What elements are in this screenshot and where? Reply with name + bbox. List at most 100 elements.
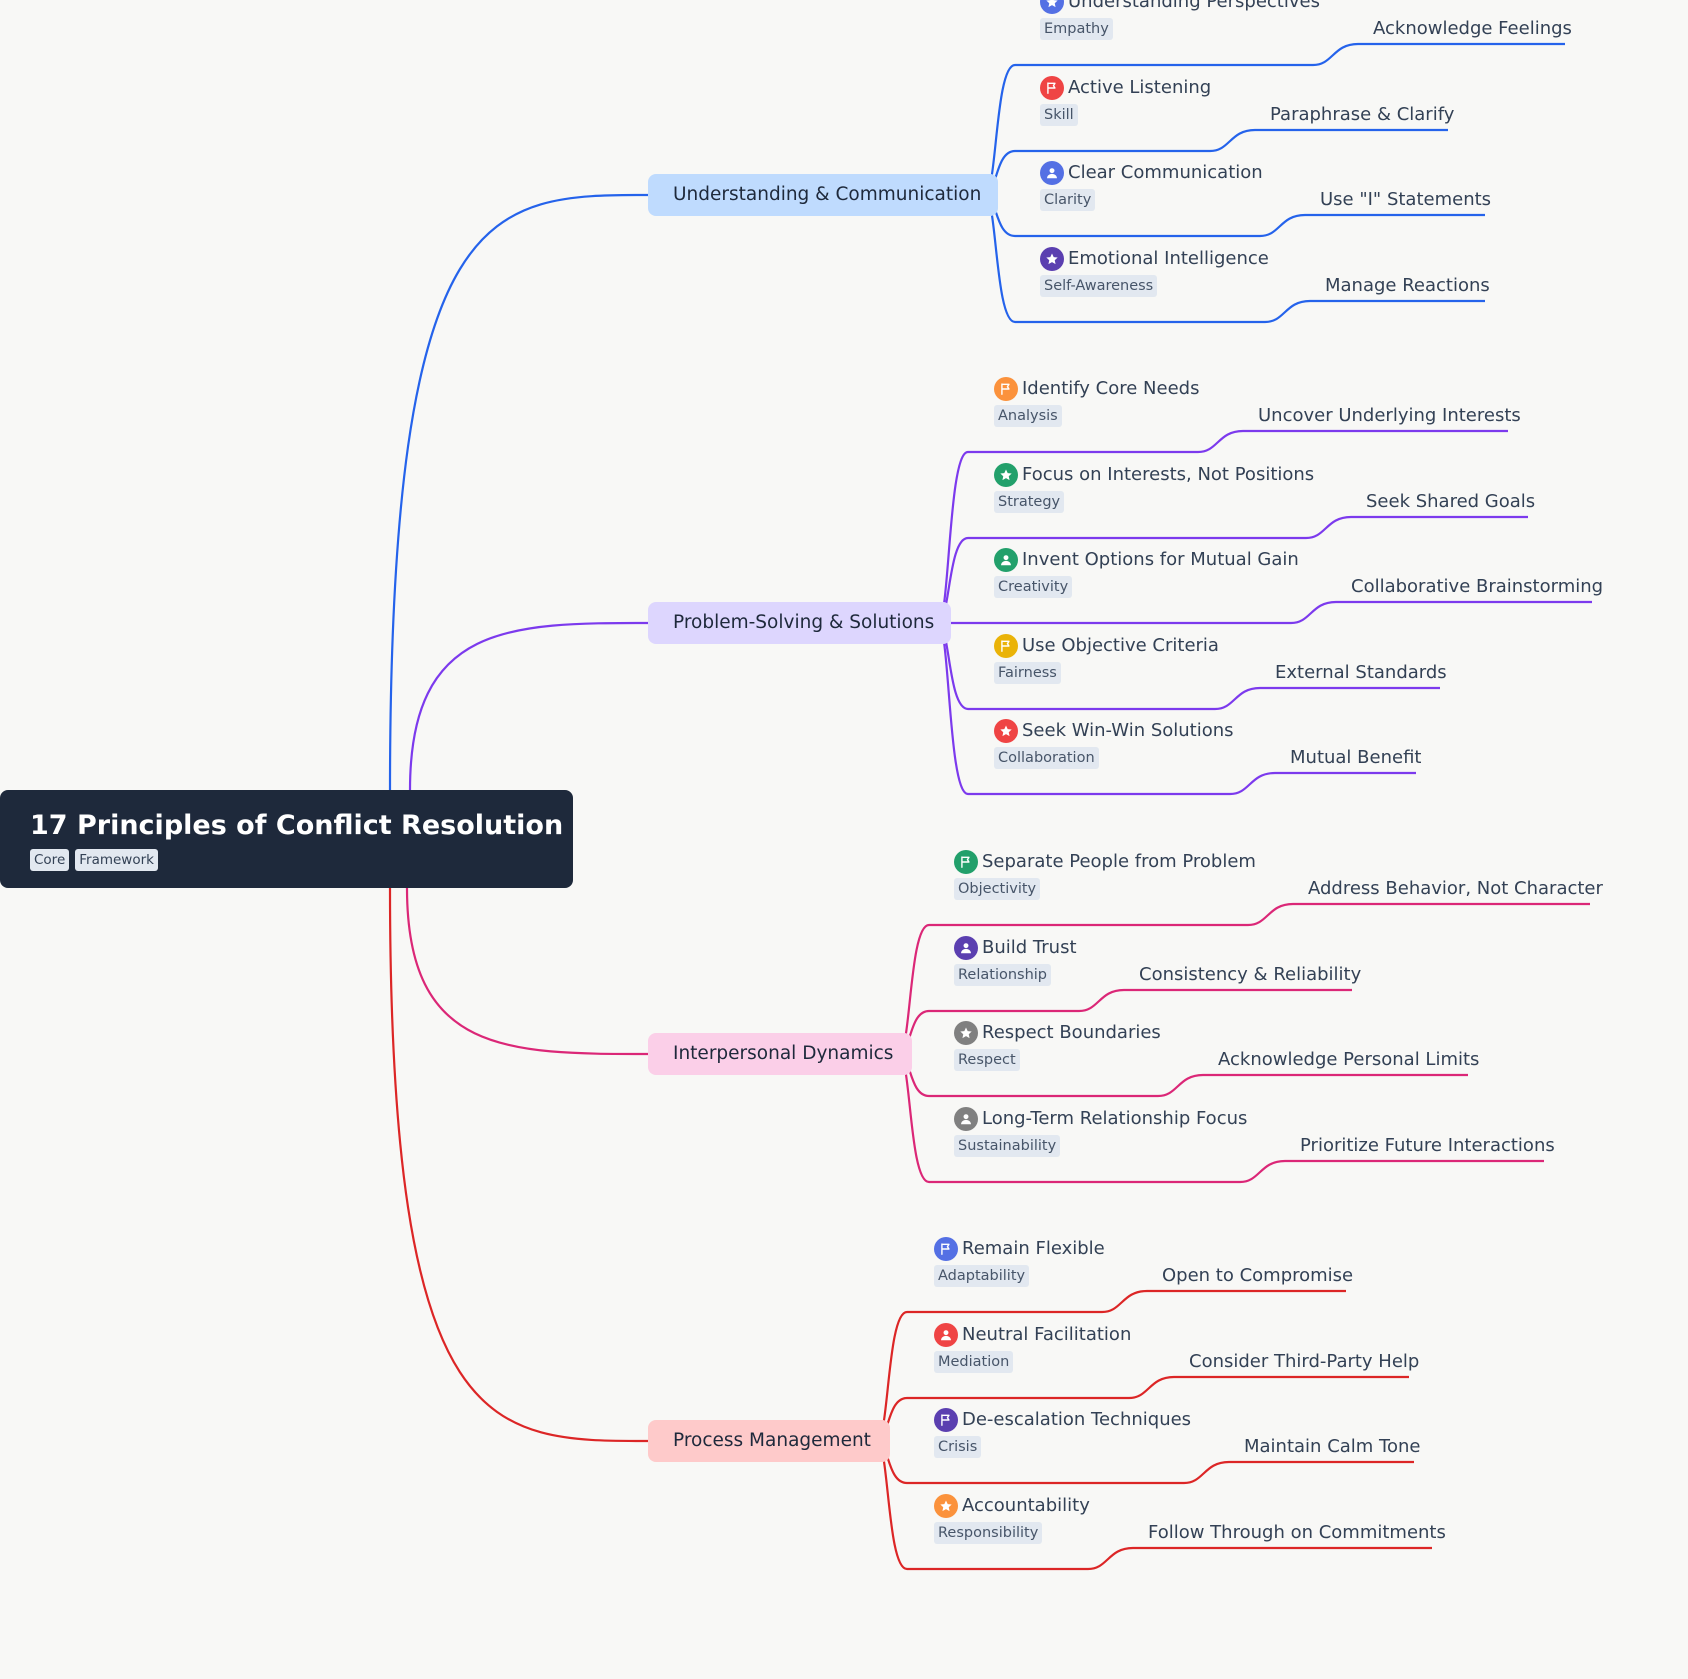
branch-connector [405,887,649,1056]
leaf-label: De-escalation Techniques [962,1409,1192,1430]
branch-connector [388,887,649,1443]
root-node[interactable]: 17 Principles of Conflict Resolution Cor… [0,790,573,888]
user-icon [994,548,1018,572]
leaf-tag: Mediation [934,1351,1014,1373]
flag-icon [994,634,1018,658]
branch-connector [388,193,649,791]
detail-label[interactable]: Uncover Underlying Interests [1258,405,1521,426]
detail-label[interactable]: Consistency & Reliability [1139,964,1362,985]
leaf-tag: Empathy [1040,18,1113,40]
detail-label[interactable]: Seek Shared Goals [1366,491,1536,512]
branch-connector [408,621,649,791]
leaf-head: De-escalation Techniques [934,1407,1191,1433]
leaf-head: Understanding Perspectives [1040,0,1320,15]
leaf-label: Emotional Intelligence [1068,248,1269,269]
leaf-tag: Respect [954,1049,1020,1071]
user-icon [954,1107,978,1131]
leaf-head: Respect Boundaries [954,1020,1161,1046]
branch-node[interactable]: Interpersonal Dynamics [648,1033,912,1075]
detail-label[interactable]: Consider Third-Party Help [1189,1351,1420,1372]
leaf-label: Identify Core Needs [1022,378,1200,399]
leaf-head: Clear Communication [1040,160,1263,186]
flag-icon [954,850,978,874]
leaf-head: Long-Term Relationship Focus [954,1106,1247,1132]
leaf-label: Clear Communication [1068,162,1263,183]
leaf-head: Separate People from Problem [954,849,1256,875]
detail-label[interactable]: Maintain Calm Tone [1244,1436,1421,1457]
user-icon [1040,161,1064,185]
leaf-head: Focus on Interests, Not Positions [994,462,1314,488]
detail-connector [1259,213,1485,238]
leaf-tag: Relationship [954,964,1052,986]
leaf-head: Emotional Intelligence [1040,246,1269,272]
detail-label[interactable]: Follow Through on Commitments [1148,1522,1446,1543]
detail-connector [1290,600,1592,625]
leaf-head: Active Listening [1040,75,1211,101]
detail-connector [1214,686,1440,711]
leaf-label: Seek Win-Win Solutions [1022,720,1234,741]
leaf-head: Build Trust [954,935,1077,961]
detail-connector [1101,1289,1346,1314]
star-icon [994,719,1018,743]
detail-connector [1128,1375,1409,1400]
branch-node[interactable]: Problem-Solving & Solutions [648,602,951,644]
leaf-label: Focus on Interests, Not Positions [1022,464,1315,485]
detail-label[interactable]: Mutual Benefit [1290,747,1422,768]
detail-label[interactable]: Manage Reactions [1325,275,1490,296]
leaf-label: Active Listening [1068,77,1212,98]
leaf-tag: Fairness [994,662,1061,684]
leaf-label: Separate People from Problem [982,851,1256,872]
flag-icon [934,1237,958,1261]
branch-node[interactable]: Understanding & Communication [648,174,998,216]
detail-label[interactable]: Acknowledge Personal Limits [1218,1049,1480,1070]
user-icon [934,1323,958,1347]
detail-label[interactable]: Prioritize Future Interactions [1300,1135,1555,1156]
branch-node[interactable]: Process Management [648,1420,890,1462]
detail-connector [1305,515,1528,540]
detail-connector [1264,299,1485,324]
detail-connector [1183,1460,1414,1485]
star-icon [954,1021,978,1045]
root-tag: Framework [75,849,158,871]
detail-connector [1197,429,1508,454]
root-title: 17 Principles of Conflict Resolution [30,810,564,841]
detail-connector [1247,902,1590,927]
leaf-head: Accountability [934,1493,1090,1519]
star-icon [1040,247,1064,271]
leaf-tag: Collaboration [994,747,1099,769]
leaf-label: Accountability [962,1495,1090,1516]
flag-icon [934,1408,958,1432]
leaf-head: Seek Win-Win Solutions [994,718,1234,744]
detail-label[interactable]: Address Behavior, Not Character [1308,878,1603,899]
detail-connector [1312,42,1565,67]
detail-label[interactable]: Paraphrase & Clarify [1270,104,1455,125]
detail-label[interactable]: Open to Compromise [1162,1265,1354,1286]
flag-icon [1040,76,1064,100]
leaf-label: Remain Flexible [962,1238,1105,1259]
leaf-tag: Creativity [994,576,1073,598]
detail-label[interactable]: Acknowledge Feelings [1373,18,1572,39]
detail-label[interactable]: Collaborative Brainstorming [1351,576,1604,597]
leaf-label: Invent Options for Mutual Gain [1022,549,1299,570]
detail-label[interactable]: External Standards [1275,662,1447,683]
flag-icon [994,377,1018,401]
detail-label[interactable]: Use "I" Statements [1320,189,1492,210]
